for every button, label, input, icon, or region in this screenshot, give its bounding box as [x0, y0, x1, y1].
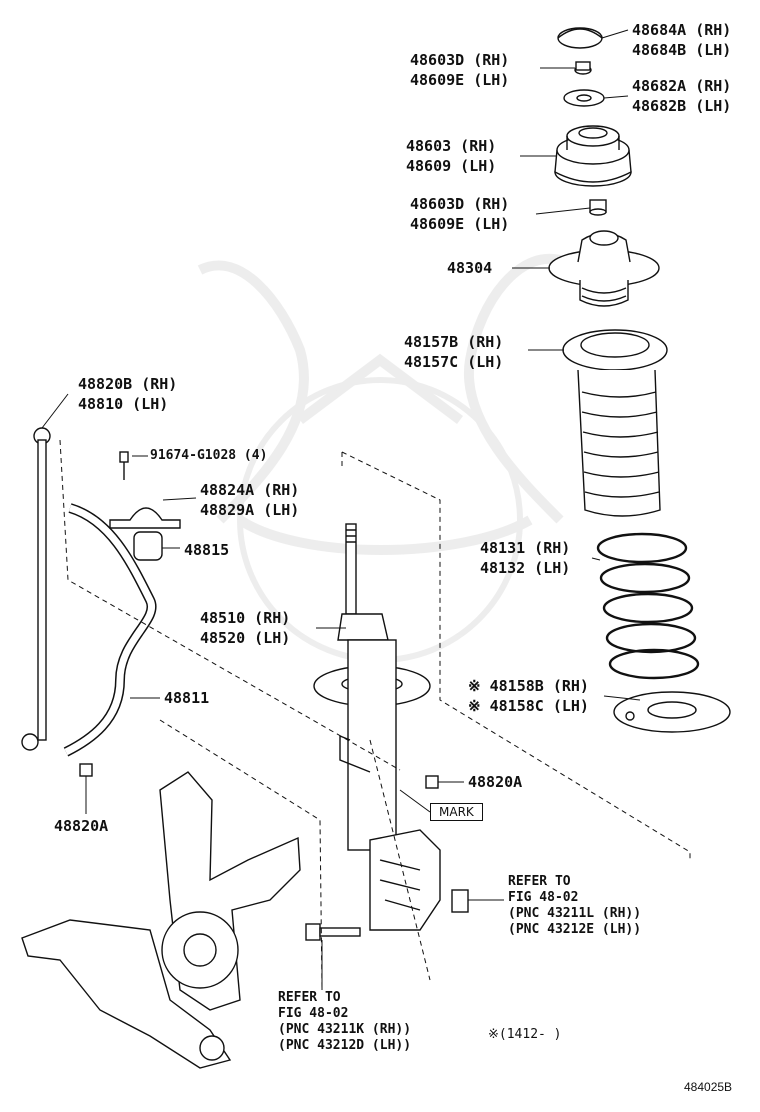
figure-id: 484025B	[684, 1080, 733, 1094]
bar-bushing	[133, 531, 163, 561]
label-48682-rh: 48682A (RH)	[632, 77, 732, 95]
leader-lines	[41, 29, 641, 990]
lower-insulator	[613, 691, 731, 733]
label-91674: 91674-G1028 (4)	[150, 448, 268, 463]
steering-knuckle	[159, 771, 301, 1011]
label-48157: 48157B (RH) 48157C (LH)	[404, 332, 503, 372]
label-48682: 48682A (RH) 48682B (LH)	[632, 76, 731, 116]
label-48603-rh: 48603 (RH)	[406, 137, 497, 155]
dust-boot	[562, 329, 668, 517]
label-48820b-rh: 48820B (RH)	[78, 375, 178, 393]
label-48158: ※ 48158B (RH) ※ 48158C (LH)	[468, 676, 589, 716]
label-48158-lh: ※ 48158C (LH)	[468, 697, 589, 715]
stabilizer-link	[21, 427, 51, 751]
label-48820b-lh: 48810 (LH)	[78, 395, 169, 413]
refer-bottom-line-3: (PNC 43211K (RH))	[278, 1022, 412, 1037]
assembly-dashed-lines	[59, 439, 691, 991]
strut-lower-bolt	[305, 923, 361, 941]
label-48157-lh: 48157C (LH)	[404, 353, 504, 371]
strut-mount	[548, 230, 660, 307]
label-48603d-mid: 48603D (RH) 48609E (LH)	[410, 194, 509, 234]
label-48820b: 48820B (RH) 48810 (LH)	[78, 374, 177, 414]
refer-right-line-1: REFER TO	[508, 874, 571, 889]
label-48820a-left: 48820A	[54, 817, 109, 835]
refer-note-bottom: REFER TO FIG 48-02 (PNC 43211K (RH)) (PN…	[278, 990, 411, 1054]
bar-bracket	[109, 507, 181, 529]
label-48510: 48510 (RH) 48520 (LH)	[200, 608, 290, 648]
mark-label: MARK	[430, 803, 483, 821]
label-48824-lh: 48829A (LH)	[200, 501, 300, 519]
nut-top	[574, 61, 592, 75]
label-48603d-mid-rh: 48603D (RH)	[410, 195, 510, 213]
refer-note-right: REFER TO FIG 48-02 (PNC 43211L (RH)) (PN…	[508, 874, 641, 938]
label-48510-lh: 48520 (LH)	[200, 629, 291, 647]
footnote: ※(1412- )	[488, 1027, 562, 1042]
label-48811: 48811	[164, 689, 210, 707]
link-nut-right	[425, 775, 439, 789]
label-48603d-top-rh: 48603D (RH)	[410, 51, 510, 69]
refer-bottom-line-2: FIG 48-02	[278, 1006, 349, 1021]
label-48131-rh: 48131 (RH)	[480, 539, 571, 557]
refer-bottom-line-4: (PNC 43212D (LH))	[278, 1038, 412, 1053]
label-48815: 48815	[184, 541, 230, 559]
label-48603d-top-lh: 48609E (LH)	[410, 71, 510, 89]
coil-spring	[596, 532, 700, 680]
strut-lower-nut	[451, 889, 469, 913]
label-48820a-right: 48820A	[468, 773, 523, 791]
label-48684: 48684A (RH) 48684B (LH)	[632, 20, 731, 60]
nut-middle	[589, 199, 607, 216]
refer-bottom-line-1: REFER TO	[278, 990, 341, 1005]
label-48158-rh: ※ 48158B (RH)	[468, 677, 589, 695]
shock-absorber	[313, 523, 441, 931]
label-48304: 48304	[447, 259, 493, 277]
label-48603-lh: 48609 (LH)	[406, 157, 497, 175]
label-48131: 48131 (RH) 48132 (LH)	[480, 538, 570, 578]
label-48603: 48603 (RH) 48609 (LH)	[406, 136, 496, 176]
label-48824-rh: 48824A (RH)	[200, 481, 300, 499]
upper-cap	[557, 27, 603, 49]
label-48682-lh: 48682B (LH)	[632, 97, 732, 115]
label-48684-rh: 48684A (RH)	[632, 21, 732, 39]
refer-right-line-2: FIG 48-02	[508, 890, 579, 905]
refer-right-line-3: (PNC 43211L (RH))	[508, 906, 642, 921]
label-48131-lh: 48132 (LH)	[480, 559, 571, 577]
label-48684-lh: 48684B (LH)	[632, 41, 732, 59]
bracket-bolt	[119, 451, 129, 480]
upper-support-bearing	[554, 125, 632, 187]
label-48157-rh: 48157B (RH)	[404, 333, 504, 351]
lower-control-arm	[21, 919, 232, 1069]
refer-right-line-4: (PNC 43212E (LH))	[508, 922, 642, 937]
link-nut-left	[79, 763, 93, 777]
label-48603d-mid-lh: 48609E (LH)	[410, 215, 510, 233]
label-48603d-top: 48603D (RH) 48609E (LH)	[410, 50, 509, 90]
label-48824: 48824A (RH) 48829A (LH)	[200, 480, 299, 520]
label-48510-rh: 48510 (RH)	[200, 609, 291, 627]
